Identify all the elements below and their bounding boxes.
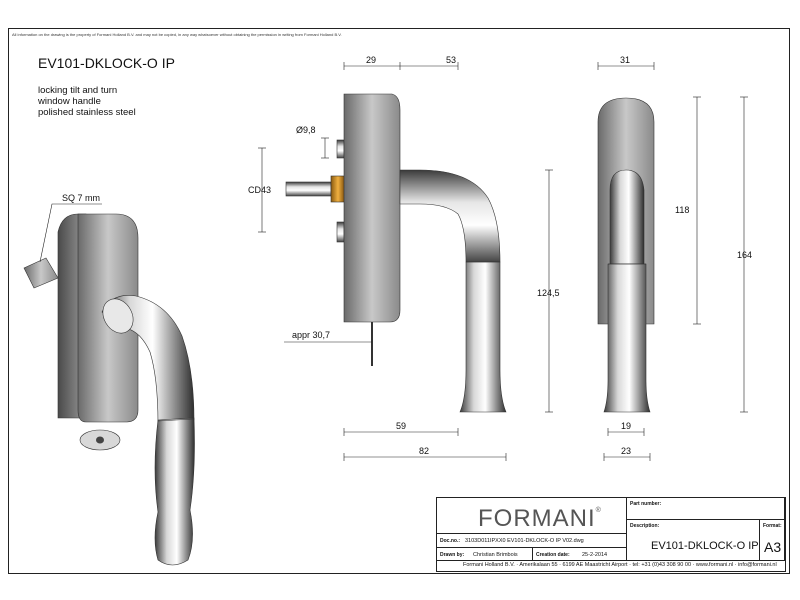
- dim-59: 59: [396, 421, 407, 431]
- part-number-label: Part number:: [630, 501, 662, 507]
- front-grip: [603, 263, 651, 413]
- product-description: locking tilt and turn window handle poli…: [38, 85, 136, 118]
- dim-118: 118: [675, 205, 690, 215]
- dim-square: SQ 7 mm: [62, 193, 101, 203]
- handle-grip: [154, 417, 195, 566]
- dim-31: 31: [620, 55, 631, 65]
- description-line: window handle: [38, 96, 101, 107]
- creation-label: Creation date:: [536, 552, 570, 558]
- creation-value: 25-2-2014: [582, 552, 608, 558]
- dim-53: 53: [446, 55, 457, 65]
- description-value: EV101-DKLOCK-O IP: [651, 540, 759, 552]
- dim-164: 164: [737, 250, 753, 260]
- drawn-value: Christian Brimbois: [473, 552, 518, 558]
- rose-plate: [343, 93, 401, 323]
- dim-19: 19: [621, 421, 632, 431]
- part-number-cell: [627, 498, 785, 520]
- screw-bottom: [336, 221, 345, 243]
- formani-logo: FORMANI®: [478, 505, 602, 533]
- dim-appr: appr 30,7: [292, 330, 331, 340]
- dim-diameter: Ø9,8: [296, 125, 316, 135]
- drawn-cell: [437, 548, 533, 561]
- logo-registered-mark: ®: [595, 507, 602, 514]
- format-cell: [760, 520, 785, 561]
- front-view: [597, 97, 655, 413]
- screw-top: [336, 139, 345, 159]
- drawn-label: Drawn by:: [440, 552, 465, 558]
- dim-124-5: 124,5: [537, 288, 560, 298]
- handle-grip-side: [459, 261, 507, 413]
- logo-text: FORMANI: [478, 505, 596, 532]
- company-footer: Formani Holland B.V. · Amerikalaan 55 · …: [463, 562, 777, 568]
- disclaimer-text: All information on the drawing is the pr…: [12, 32, 342, 37]
- spindle: [285, 181, 332, 197]
- spindle-shape: [23, 257, 59, 289]
- isometric-view: [23, 213, 195, 566]
- front-neck: [609, 169, 645, 265]
- description-cell: [627, 520, 760, 561]
- description-label: Description:: [630, 523, 660, 529]
- doc-cell: [437, 534, 627, 548]
- product-title: EV101-DKLOCK-O IP: [38, 55, 175, 71]
- dim-cd: CD43: [248, 185, 272, 195]
- dim-82: 82: [419, 446, 430, 456]
- format-label: Format:: [763, 523, 782, 529]
- description-line: locking tilt and turn: [38, 85, 118, 96]
- logo-cell: [437, 498, 627, 534]
- doc-value: 3103D011IPXX0 EV101-DKLOCK-O IP V02.dwg: [465, 538, 584, 544]
- dimension-lines: [39, 62, 748, 461]
- dim-23: 23: [621, 446, 632, 456]
- doc-label: Doc.no.:: [440, 538, 460, 544]
- brass-bush: [330, 175, 346, 203]
- title-block: Part number: Description: Format: Doc.no…: [436, 497, 786, 572]
- format-value: A3: [764, 539, 782, 555]
- lock-eye: [79, 429, 121, 451]
- dim-29: 29: [366, 55, 377, 65]
- creation-cell: [533, 548, 627, 561]
- handle-arm: [399, 169, 501, 263]
- description-line: polished stainless steel: [38, 107, 136, 118]
- drawing-frame: [8, 28, 790, 574]
- side-view: [285, 93, 507, 413]
